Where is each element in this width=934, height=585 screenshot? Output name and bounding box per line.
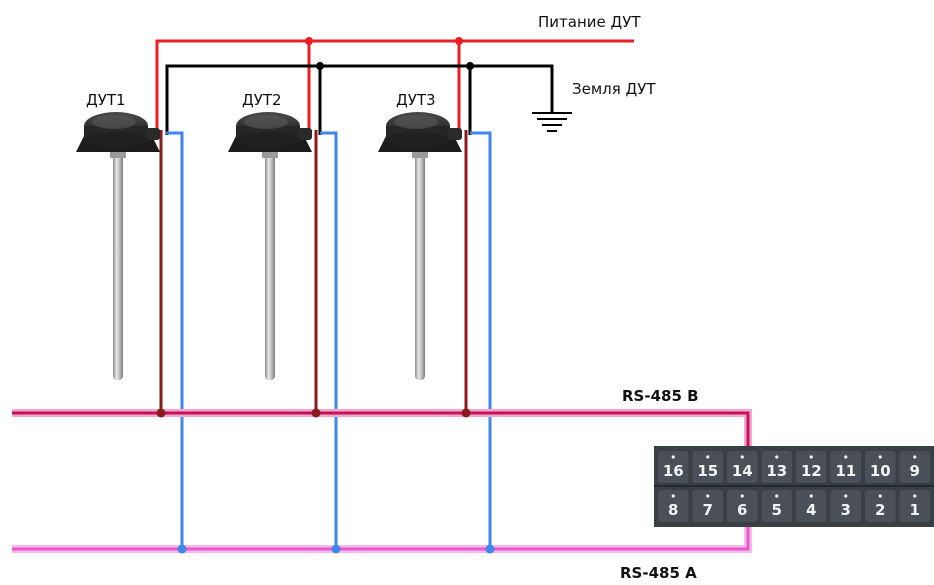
ground-label: Земля ДУТ — [572, 80, 656, 98]
terminal-pin-cell — [692, 451, 723, 483]
terminal-pin-dot — [844, 494, 848, 498]
terminal-pin-dot — [671, 494, 675, 498]
terminal-pin-cell — [727, 451, 758, 483]
ground-line — [165, 62, 554, 135]
terminal-top-pin-label: 15 — [697, 462, 718, 480]
terminal-bottom-pin-label: 7 — [703, 501, 713, 519]
terminal-top-row: 16 15 14 13 12 11 10 9 — [658, 451, 930, 483]
terminal-pin-cell — [830, 490, 861, 522]
terminal-top-pin-label: 11 — [835, 462, 856, 480]
terminal-bottom-pin-label: 3 — [841, 501, 851, 519]
terminal-bottom-pin-label: 6 — [737, 501, 747, 519]
terminal-bottom-row: 8 7 6 5 4 3 2 1 — [658, 490, 930, 522]
terminal-top-pin-label: 12 — [801, 462, 822, 480]
terminal-block: 16 15 14 13 12 11 10 9 8 7 6 5 4 3 2 1 — [654, 446, 934, 527]
sensor-label-2: ДУТ2 — [242, 91, 282, 109]
terminal-pin-cell — [796, 451, 827, 483]
terminal-pin-dot — [878, 455, 882, 459]
terminal-pin-cell — [658, 490, 689, 522]
terminal-pin-dot — [844, 455, 848, 459]
terminal-pin-dot — [878, 494, 882, 498]
terminal-pin-cell — [830, 451, 861, 483]
terminal-pin-cell — [761, 451, 792, 483]
terminal-pin-dot — [775, 455, 779, 459]
terminal-pin-cell — [796, 490, 827, 522]
sensor-2 — [228, 112, 312, 380]
terminal-pin-cell — [761, 490, 792, 522]
power-label: Питание ДУТ — [538, 13, 641, 31]
terminal-top-pin-label: 9 — [910, 462, 920, 480]
terminal-pin-dot — [706, 455, 710, 459]
signal-a-wires — [166, 131, 492, 548]
terminal-pin-dot — [809, 455, 813, 459]
sensor-label-1: ДУТ1 — [86, 91, 126, 109]
terminal-pin-dot — [913, 494, 917, 498]
terminal-bottom-pin-label: 8 — [668, 501, 678, 519]
terminal-pin-cell — [692, 490, 723, 522]
rs485-a-bus — [12, 506, 752, 554]
terminal-pin-cell — [727, 490, 758, 522]
terminal-pin-cell — [899, 451, 930, 483]
terminal-bottom-pin-label: 1 — [910, 501, 920, 519]
rs485-b-label: RS-485 B — [622, 387, 699, 405]
signal-b-wires — [159, 130, 468, 412]
terminal-top-pin-label: 13 — [766, 462, 787, 480]
terminal-top-pin-label: 14 — [732, 462, 753, 480]
terminal-pin-cell — [899, 490, 930, 522]
terminal-pin-dot — [706, 494, 710, 498]
ground-icon — [532, 112, 572, 132]
rs485-a-label: RS-485 A — [620, 564, 697, 582]
terminal-pin-cell — [865, 451, 896, 483]
terminal-pin-cell — [658, 451, 689, 483]
terminal-bottom-pin-label: 2 — [875, 501, 885, 519]
sensor-1 — [76, 112, 160, 380]
terminal-top-pin-label: 16 — [663, 462, 684, 480]
sensor-3 — [378, 112, 462, 380]
terminal-pin-dot — [671, 455, 675, 459]
rs485-b-bus — [12, 408, 752, 467]
terminal-pin-cell — [865, 490, 896, 522]
terminal-pin-dot — [775, 494, 779, 498]
terminal-bottom-pin-label: 4 — [806, 501, 816, 519]
terminal-top-pin-label: 10 — [870, 462, 891, 480]
sensor-label-3: ДУТ3 — [396, 91, 436, 109]
power-line — [155, 37, 634, 135]
terminal-pin-dot — [913, 455, 917, 459]
terminal-pin-dot — [809, 494, 813, 498]
terminal-pin-dot — [740, 455, 744, 459]
terminal-bottom-pin-label: 5 — [772, 501, 782, 519]
terminal-pin-dot — [740, 494, 744, 498]
